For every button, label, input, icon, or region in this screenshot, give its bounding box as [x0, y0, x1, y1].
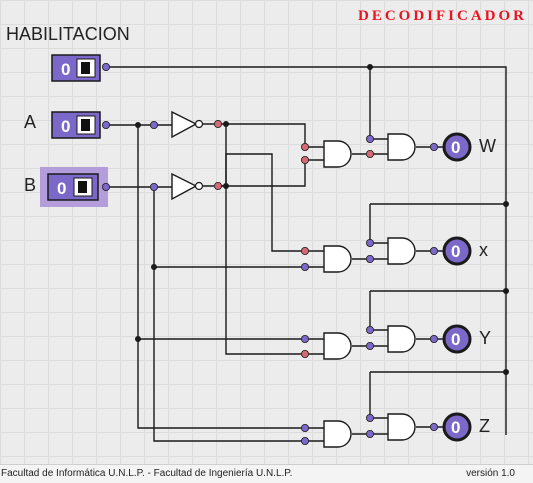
led-x-value: 0 [451, 242, 460, 261]
and-gate-y2[interactable] [387, 325, 416, 353]
led-z-value: 0 [451, 418, 460, 437]
output-label-w: W [479, 136, 496, 156]
led-x: 0 [442, 236, 472, 266]
switch-habilitacion-value: 0 [61, 60, 70, 79]
pins [102, 63, 438, 445]
input-label-a: A [24, 112, 37, 132]
junctions [135, 64, 509, 375]
led-w: 0 [442, 132, 472, 162]
switch-b-value: 0 [57, 179, 66, 198]
and-gate-x1[interactable] [323, 245, 352, 273]
wire-not-a-w [226, 123, 306, 147]
and-gate-w2[interactable] [387, 133, 416, 161]
not-gate-a[interactable] [171, 110, 204, 139]
and-gate-z2[interactable] [387, 413, 416, 441]
footer-version: versión 1.0 [466, 468, 515, 479]
wires [106, 66, 507, 442]
wire-not-b-x [225, 153, 305, 252]
wire-a-direct-z [137, 125, 305, 429]
switch-habilitacion[interactable]: 0 [51, 54, 101, 82]
wire-not-b-w [218, 160, 306, 187]
wire-enable-bus [106, 66, 507, 435]
led-y-value: 0 [451, 330, 460, 349]
not-gate-b[interactable] [171, 172, 204, 201]
and-gate-x2[interactable] [387, 237, 416, 265]
and-gate-z1[interactable] [323, 420, 352, 448]
and-gate-w1[interactable] [323, 140, 352, 168]
page-title: DECODIFICADOR [357, 8, 527, 24]
gate-input-stubs [305, 138, 388, 442]
output-label-y: Y [479, 328, 492, 348]
led-w-value: 0 [451, 138, 460, 157]
and-gate-y1[interactable] [323, 332, 352, 360]
output-label-x: x [479, 240, 488, 260]
led-y: 0 [442, 324, 472, 354]
switch-a[interactable]: 0 [51, 111, 101, 139]
switch-b[interactable]: 0 [40, 167, 108, 207]
led-z: 0 [442, 412, 472, 442]
switch-a-value: 0 [61, 117, 70, 136]
footer-credits: Facultad de Informática U.N.L.P. - Facul… [1, 468, 293, 479]
input-label-habilitacion: HABILITACION [6, 24, 130, 44]
wire-not-a-y [225, 124, 305, 355]
wire-b-direct-z [153, 187, 305, 442]
footer-bar [0, 464, 533, 483]
output-label-z: Z [479, 416, 490, 436]
input-label-b: B [24, 175, 37, 195]
